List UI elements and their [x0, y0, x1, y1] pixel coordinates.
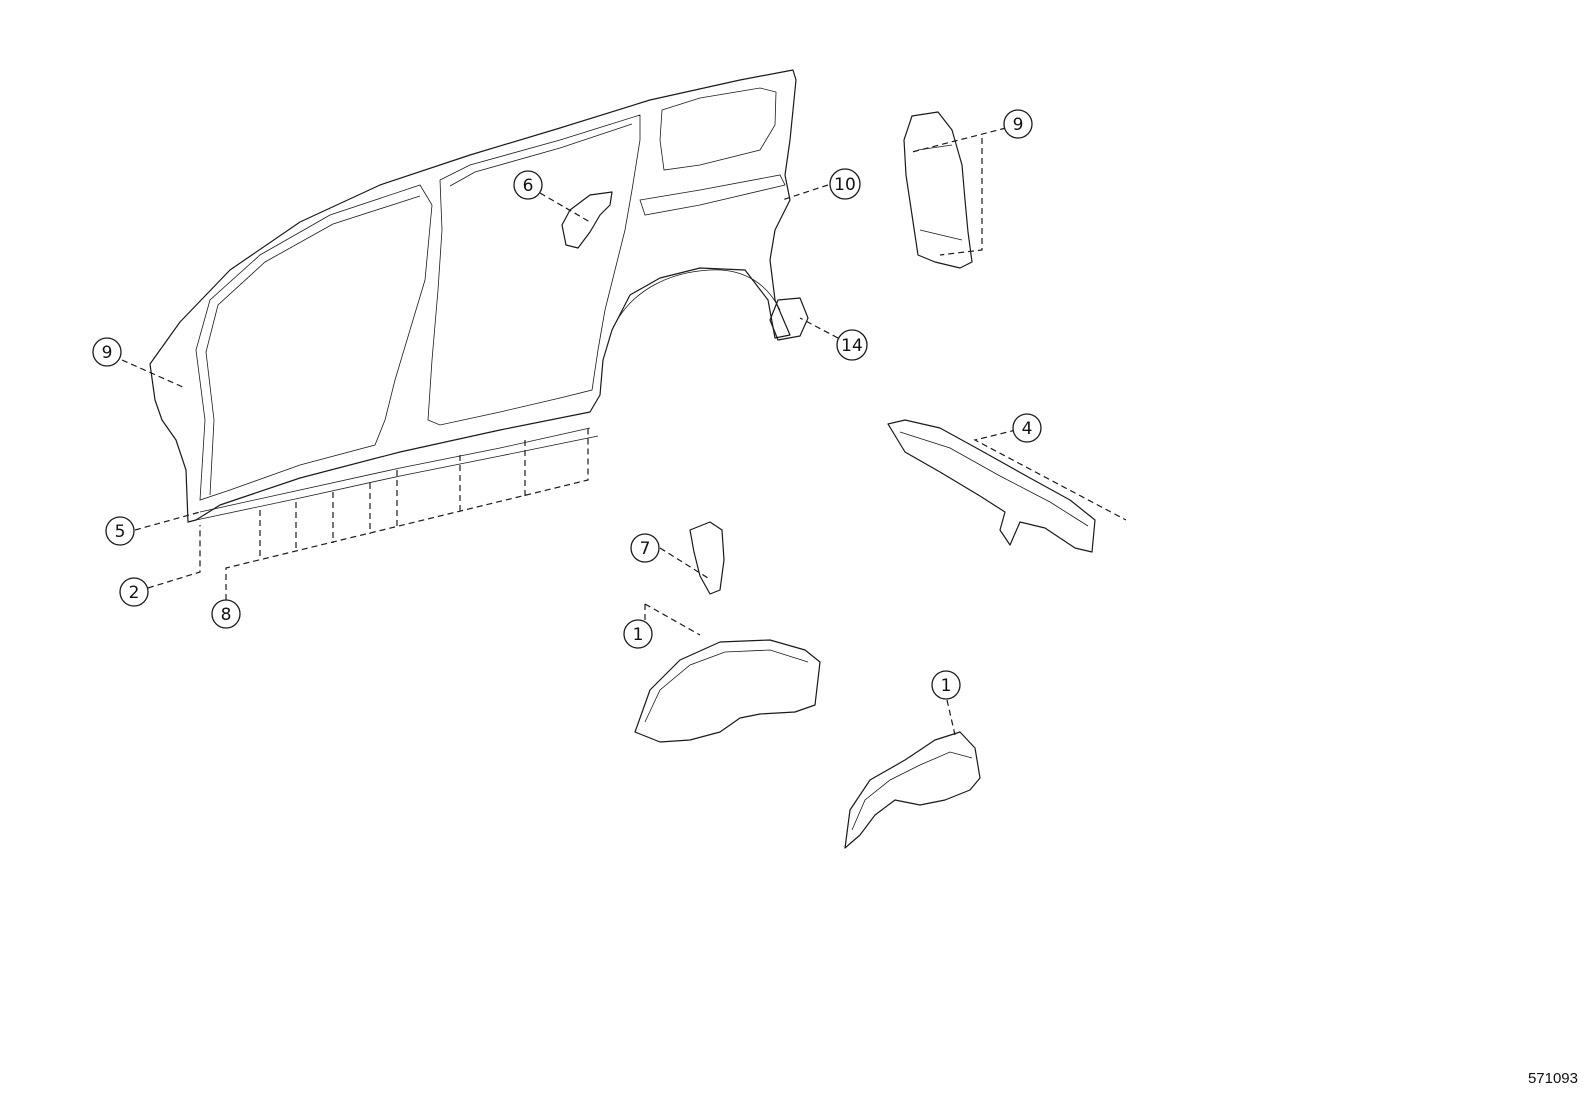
svg-text:1: 1 [941, 676, 952, 696]
callout-6[interactable]: 6 [513, 170, 543, 200]
callout-2[interactable]: 2 [119, 577, 149, 607]
callout-1-upper[interactable]: 1 [623, 619, 653, 649]
part-6-bracket [561, 191, 613, 249]
leader-10 [781, 184, 829, 201]
diagram-id-label: 571093 [1527, 1070, 1578, 1087]
svg-text:9: 9 [1013, 115, 1024, 135]
leader-6 [539, 192, 591, 223]
leader-2 [147, 525, 201, 589]
part-1-lower-wheelhouse [844, 731, 981, 849]
callout-5[interactable]: 5 [105, 516, 135, 546]
part-7-bracket [689, 521, 725, 595]
body-side-panel [149, 69, 797, 523]
svg-text:6: 6 [523, 176, 534, 196]
leader-4 [973, 429, 1127, 521]
callout-7[interactable]: 7 [630, 533, 660, 563]
callout-9-right[interactable]: 9 [1003, 109, 1033, 139]
leader-7 [659, 547, 709, 579]
leader-5 [134, 511, 201, 531]
part-14-bracket [769, 297, 809, 341]
callout-14[interactable]: 14 [836, 329, 868, 361]
svg-text:1: 1 [633, 625, 644, 645]
leader-9-left [121, 359, 186, 389]
svg-text:7: 7 [640, 539, 651, 559]
svg-text:2: 2 [129, 583, 140, 603]
svg-text:9: 9 [102, 343, 113, 363]
part-9-right-reinforcement [903, 111, 973, 269]
leader-1-lower [946, 699, 956, 736]
svg-text:10: 10 [834, 175, 856, 195]
callout-8[interactable]: 8 [211, 599, 241, 629]
leader-1-upper [644, 603, 701, 636]
svg-text:8: 8 [221, 605, 232, 625]
leader-9-right [911, 127, 1007, 256]
leader-14 [799, 317, 839, 339]
svg-text:4: 4 [1022, 419, 1033, 439]
svg-text:14: 14 [841, 336, 863, 356]
leader-8 [225, 428, 589, 600]
callout-4[interactable]: 4 [1012, 413, 1042, 443]
callout-1-lower[interactable]: 1 [931, 670, 961, 700]
svg-text:5: 5 [115, 522, 126, 542]
callout-9-left[interactable]: 9 [92, 337, 122, 367]
part-1-upper-wheelhouse [634, 639, 821, 743]
callout-10[interactable]: 10 [829, 168, 861, 200]
part-4-member [887, 419, 1096, 553]
